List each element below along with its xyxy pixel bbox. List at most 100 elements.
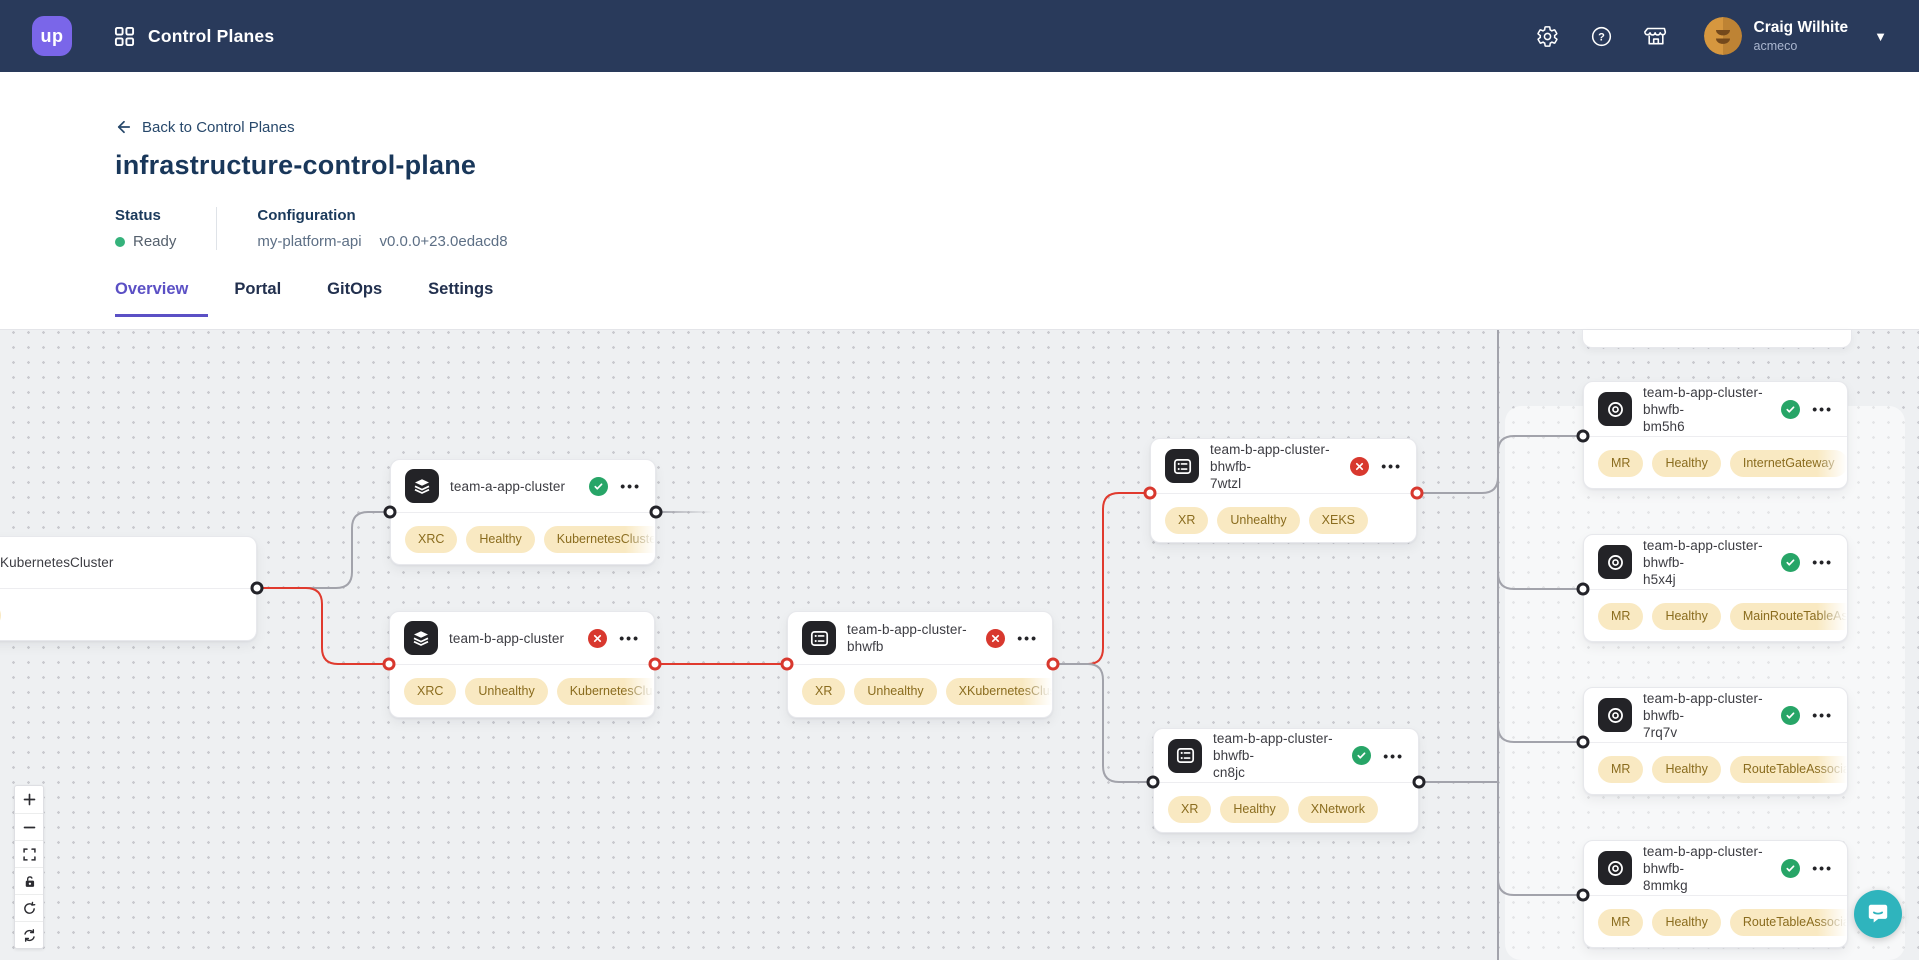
chat-launcher-button[interactable] xyxy=(1854,890,1902,938)
node-menu-button[interactable]: ••• xyxy=(1381,458,1402,474)
connection-handle-left[interactable] xyxy=(1576,429,1590,443)
zoom-out-button[interactable] xyxy=(15,813,43,840)
tab-settings[interactable]: Settings xyxy=(428,280,494,298)
app-title: Control Planes xyxy=(148,25,275,46)
configuration-version: v0.0.0+23.0edacd8 xyxy=(379,233,508,250)
back-link[interactable]: Back to Control Planes xyxy=(115,118,295,136)
status-label: Status xyxy=(115,207,161,224)
canvas-controls xyxy=(14,785,44,949)
fit-view-button[interactable] xyxy=(15,840,43,867)
pill: MR xyxy=(1598,450,1644,477)
connection-handle-left[interactable] xyxy=(1576,735,1590,749)
tab-overview[interactable]: Overview xyxy=(115,280,209,317)
app-grid-icon[interactable] xyxy=(114,26,135,47)
zoom-in-button[interactable] xyxy=(15,786,43,813)
partially-visible-node[interactable] xyxy=(1582,330,1852,348)
edge-gray xyxy=(1417,330,1499,494)
connection-handle-left[interactable] xyxy=(1143,486,1157,500)
lock-button[interactable] xyxy=(15,867,43,894)
pill: XR xyxy=(1165,507,1209,534)
connection-handle-right[interactable] xyxy=(648,657,662,671)
user-avatar[interactable] xyxy=(1703,17,1742,55)
node-label: team-b-app-cluster-bhwfb-7wtzl xyxy=(1210,441,1330,491)
connection-handle-right[interactable] xyxy=(250,581,264,595)
connection-handle-right[interactable] xyxy=(649,505,663,519)
marketplace-icon[interactable] xyxy=(1643,24,1668,48)
connection-handle-left[interactable] xyxy=(1146,775,1160,789)
tab-gitops[interactable]: GitOps xyxy=(327,280,383,298)
connection-handle-left[interactable] xyxy=(383,505,397,519)
connection-handle-right[interactable] xyxy=(1410,486,1424,500)
pill: XNetwork xyxy=(1297,796,1378,823)
node-header: KKubernetesCluster xyxy=(0,537,256,589)
unhealthy-x-icon xyxy=(1350,456,1370,476)
upbound-logo[interactable]: up xyxy=(32,16,72,56)
node-header: team-b-app-cluster-bhwfb-8mmkg ••• xyxy=(1584,841,1847,896)
node-label: team-b-app-cluster-bhwfb-cn8jc xyxy=(1213,731,1333,780)
healthy-check-icon xyxy=(1781,399,1801,419)
node-menu-button[interactable]: ••• xyxy=(1812,707,1833,723)
node-label: team-b-app-cluster-bhwfb xyxy=(847,622,967,654)
pill: RouteTableAssociation xyxy=(1729,756,1847,783)
node-menu-button[interactable]: ••• xyxy=(1383,747,1404,764)
connection-handle-left[interactable] xyxy=(382,657,396,671)
pill: Unhealthy xyxy=(854,678,937,705)
arrow-left-icon xyxy=(117,120,131,134)
layers-icon xyxy=(405,469,439,503)
connection-handle-left[interactable] xyxy=(1576,888,1590,902)
node-menu-button[interactable]: ••• xyxy=(620,478,641,494)
help-icon[interactable]: ? xyxy=(1590,24,1614,48)
node-team-b-app-cluster-bhwfb-bm5h6[interactable]: team-b-app-cluster-bhwfb-bm5h6••• MR Healt… xyxy=(1583,381,1848,489)
connection-handle-right[interactable] xyxy=(1412,775,1426,789)
tab-portal[interactable]: Portal xyxy=(234,280,282,298)
pill: XR xyxy=(1168,796,1212,823)
pill: Healthy xyxy=(1652,450,1721,477)
node-label: team-b-app-cluster-bhwfb-8mmkg xyxy=(1643,843,1763,893)
settings-gear-icon[interactable] xyxy=(1536,24,1560,48)
rotate-icon[interactable] xyxy=(15,894,43,921)
node-menu-button[interactable]: ••• xyxy=(1812,401,1833,417)
configuration-block: Configuration my-platform-api v0.0.0+23.… xyxy=(257,207,507,250)
page-title: infrastructure-control-plane xyxy=(115,150,477,180)
connection-handle-left[interactable] xyxy=(780,657,794,671)
managed-resource-icon xyxy=(1598,698,1632,732)
chevron-down-icon[interactable]: ▼ xyxy=(1874,28,1887,44)
composite-resource-icon xyxy=(1165,449,1199,483)
connection-handle-left[interactable] xyxy=(1576,582,1590,596)
configuration-name: my-platform-api xyxy=(257,233,362,250)
unhealthy-x-icon xyxy=(986,628,1006,648)
sync-icon[interactable] xyxy=(15,921,43,948)
node-pills: XRCUnhealthyKubernetesCluster xyxy=(390,665,654,705)
node-pills: MRHealthyRouteTableAssociation xyxy=(1584,896,1847,936)
pill: XRC xyxy=(404,678,457,705)
pill: XEKS xyxy=(1308,507,1369,534)
pill: MR xyxy=(1598,603,1644,630)
user-org: acmeco xyxy=(1753,38,1798,53)
healthy-check-icon xyxy=(1352,746,1372,765)
node-kubernetescluster[interactable]: KKubernetesClusterAPI xyxy=(0,536,257,641)
node-menu-button[interactable]: ••• xyxy=(1812,860,1833,876)
node-header: team-b-app-cluster-bhwfb-bm5h6••• xyxy=(1584,382,1847,437)
connection-handle-right[interactable] xyxy=(1046,657,1060,671)
user-info[interactable]: Craig Wilhite acmeco xyxy=(1754,19,1849,53)
pill: Healthy xyxy=(1652,756,1721,783)
node-header: team-b-app-cluster-bhwfb ••• xyxy=(788,612,1052,665)
node-menu-button[interactable]: ••• xyxy=(1017,630,1038,646)
node-menu-button[interactable]: ••• xyxy=(619,630,640,646)
node-header: team-b-app-cluster-bhwfb-h5x4j••• xyxy=(1584,535,1847,590)
resource-graph-canvas[interactable]: KKubernetesClusterAPIteam-a-app-cluster•… xyxy=(0,329,1919,960)
pill: XRC xyxy=(405,526,458,553)
pill: MR xyxy=(1598,756,1644,783)
meta-section: Status Ready Configuration my-platform-a… xyxy=(115,207,1919,250)
node-menu-button[interactable]: ••• xyxy=(1812,554,1833,570)
